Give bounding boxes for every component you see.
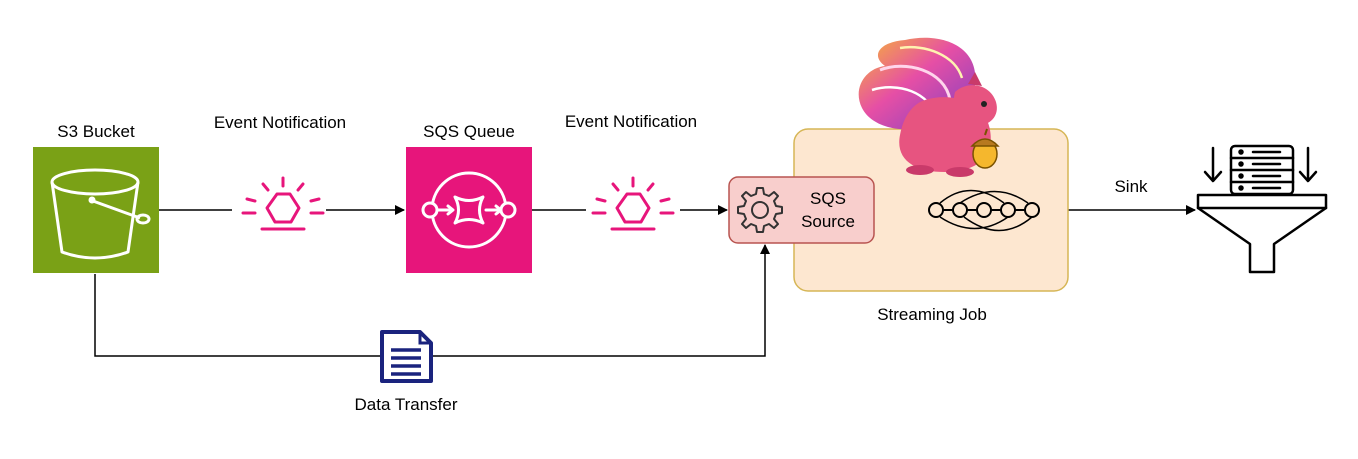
sqs-queue-node: SQS Queue: [406, 122, 532, 273]
gear-icon: [737, 187, 783, 233]
squirrel-logo: [858, 37, 1000, 177]
bucket-icon: [50, 168, 151, 260]
document-icon: [380, 330, 433, 383]
event-notification-1-label: Event Notification: [214, 113, 346, 132]
queue-icon: [421, 171, 517, 249]
event-icon: [241, 176, 325, 231]
event-notification-2: Event Notification: [565, 112, 697, 231]
event-icon: [591, 176, 675, 231]
streaming-job-label: Streaming Job: [877, 305, 987, 324]
sqs-queue-label: SQS Queue: [423, 122, 515, 141]
database-funnel-icon: [1196, 144, 1328, 274]
event-notification-1: Event Notification: [214, 113, 346, 231]
data-transfer-node: Data Transfer: [355, 330, 458, 414]
s3-bucket-node: S3 Bucket: [33, 122, 159, 273]
streaming-job-node: Streaming Job SQS Source: [728, 128, 1069, 324]
edge-s3-to-document: [94, 274, 380, 357]
event-notification-2-label: Event Notification: [565, 112, 697, 131]
edge-document-to-source: [432, 244, 770, 357]
operator-chain-icon: [928, 189, 1040, 232]
s3-bucket-label: S3 Bucket: [57, 122, 135, 141]
data-transfer-label: Data Transfer: [355, 395, 458, 414]
sqs-source-box: [728, 176, 875, 244]
sqs-source-label-line1: SQS: [810, 189, 846, 208]
s3-bucket-tile: [33, 147, 159, 273]
sqs-source-label-line2: Source: [801, 212, 855, 231]
sink-label: Sink: [1114, 177, 1148, 196]
sqs-source-node: SQS Source: [728, 176, 875, 244]
